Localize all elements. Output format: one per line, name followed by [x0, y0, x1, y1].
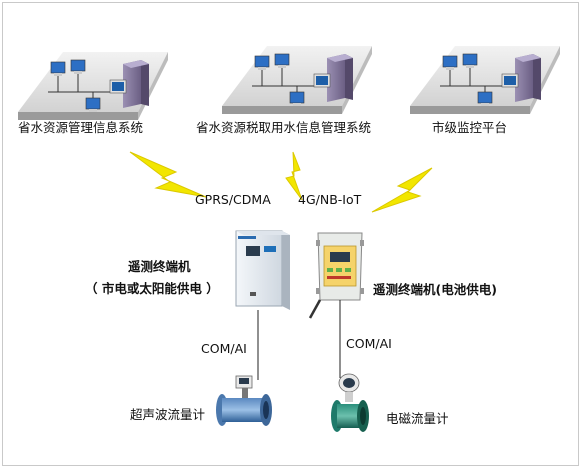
terminal-right-title: 遥测终端机(电池供电) — [373, 282, 497, 297]
network-platform-middle — [221, 45, 373, 115]
terminal-box-left — [235, 230, 290, 310]
lightning-left-icon — [129, 151, 207, 198]
ultrasonic-flowmeter-icon — [216, 375, 272, 426]
network-platform-left — [17, 51, 169, 121]
terminal-left-subtitle: （ 市电或太阳能供电 ） — [85, 281, 219, 296]
electromagnetic-flowmeter-icon — [331, 373, 369, 432]
system-label-right: 市级监控平台 — [432, 120, 508, 135]
lightning-right-icon — [371, 167, 433, 213]
interface-label-left: COM/AI — [201, 341, 247, 356]
system-label-middle: 省水资源税取用水信息管理系统 — [196, 120, 372, 135]
system-label-left: 省水资源管理信息系统 — [18, 120, 144, 135]
network-platform-right — [409, 45, 561, 115]
link-label-right: 4G/NB-IoT — [298, 192, 362, 207]
terminal-left-title: 遥测终端机 — [128, 259, 191, 274]
terminal-box-right — [308, 232, 364, 319]
diagram-border — [2, 2, 579, 466]
lightning-middle-icon — [285, 151, 303, 201]
meter-label-right: 电磁流量计 — [386, 411, 449, 426]
link-label-left: GPRS/CDMA — [195, 192, 271, 207]
meter-label-left: 超声波流量计 — [130, 407, 206, 422]
interface-label-right: COM/AI — [346, 336, 392, 351]
